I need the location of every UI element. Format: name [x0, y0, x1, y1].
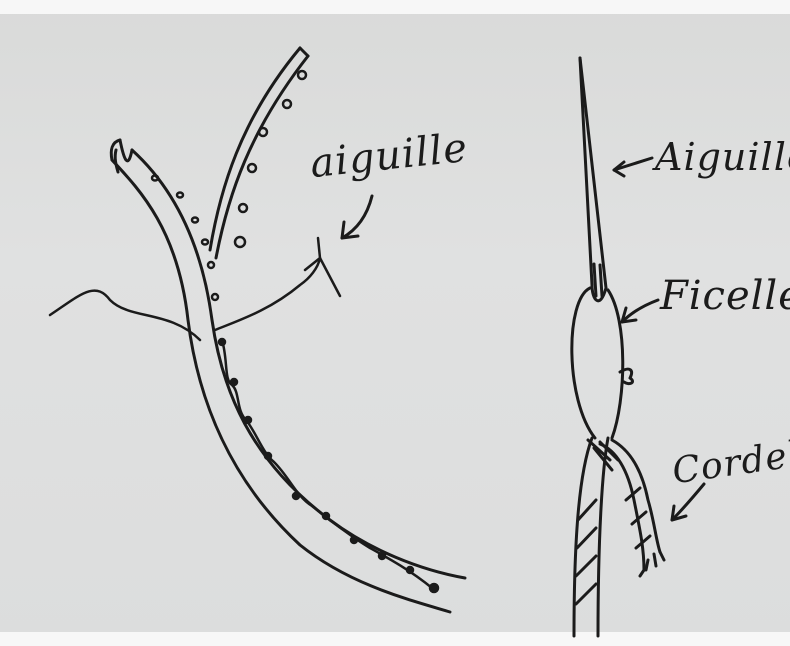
label-ficelle: Ficelle [660, 276, 790, 316]
left-main-branch [111, 140, 465, 612]
right-aiguille-arrow [614, 158, 652, 176]
left-secondary-branch [210, 48, 308, 258]
left-branch-dots [152, 71, 306, 300]
right-cordelette [574, 438, 664, 636]
left-aiguille-arrow [342, 196, 372, 238]
right-ficelle-arrow [622, 300, 658, 322]
right-ficelle-loop [572, 288, 633, 438]
right-needle [580, 58, 606, 301]
label-aiguille-right: Aiguille [655, 138, 790, 176]
left-stitch-thread [50, 238, 438, 592]
